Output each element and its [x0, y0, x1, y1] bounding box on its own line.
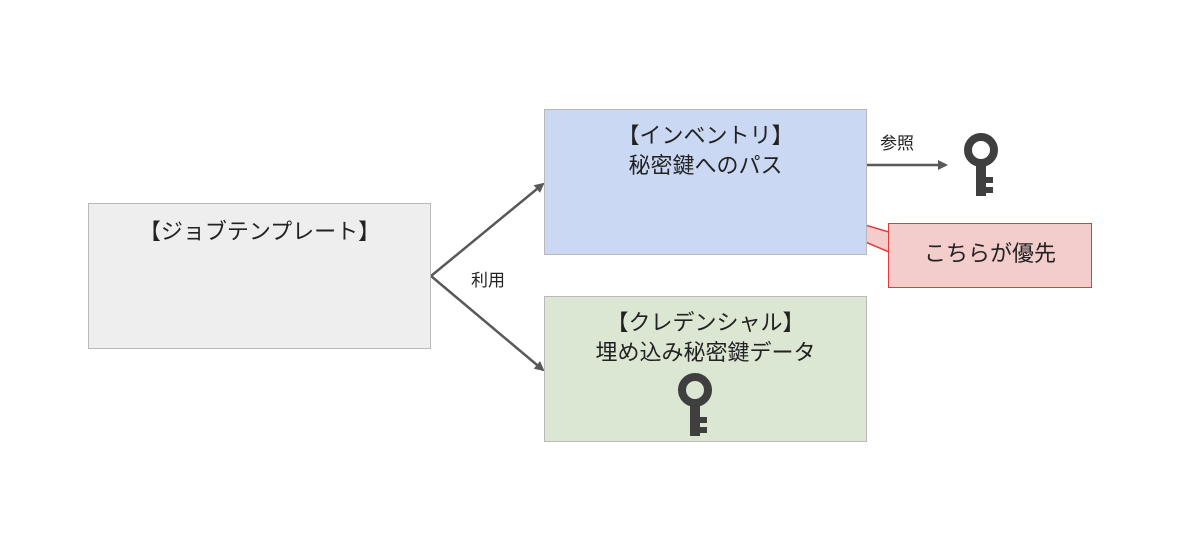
use-arrow-to-inventory — [430, 182, 545, 277]
priority-callout-text: こちらが優先 — [923, 242, 1056, 267]
key-icon — [678, 373, 712, 436]
credential-title: 【クレデンシャル】 — [606, 311, 805, 336]
ref-label: 参照 — [880, 134, 914, 154]
inventory-title: 【インベントリ】 — [617, 124, 794, 149]
inventory-box[interactable]: 【インベントリ】 秘密鍵へのパス — [544, 109, 867, 255]
job-template-box[interactable]: 【ジョブテンプレート】 — [88, 203, 431, 349]
key-icon — [964, 133, 998, 196]
use-label: 利用 — [471, 271, 505, 291]
priority-callout[interactable]: こちらが優先 — [888, 223, 1092, 288]
inventory-subtitle: 秘密鍵へのパス — [628, 154, 783, 179]
job-template-title: 【ジョブテンプレート】 — [138, 220, 381, 245]
use-arrow-to-credential — [430, 275, 545, 372]
credential-box[interactable]: 【クレデンシャル】 埋め込み秘密鍵データ — [544, 296, 867, 442]
credential-subtitle: 埋め込み秘密鍵データ — [595, 341, 816, 366]
